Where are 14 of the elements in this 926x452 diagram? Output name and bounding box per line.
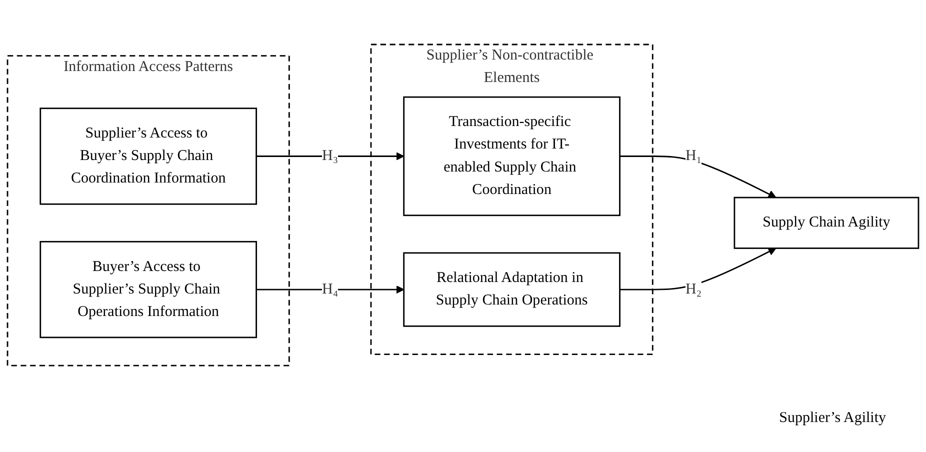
edge-label: H₄ (322, 281, 338, 297)
node-box: Buyer’s Access to Supplier’s Supply Chain Operations Information (40, 240, 258, 338)
edge-label: H₁ (686, 148, 702, 164)
arrow (620, 248, 776, 290)
arrow (256, 285, 404, 294)
node-box: Relational Adaptation in Supply Chain Operations (403, 252, 620, 327)
edge-label: H₃ (322, 148, 338, 164)
node-box: Supplier’s Access to Buyer’s Supply Chain Coordination Information (40, 108, 258, 205)
node-box: Transaction-specific Investments for IT-enabled Supply Chain Coordination (403, 96, 620, 216)
edge-label: H₂ (686, 281, 702, 297)
arrow (620, 155, 776, 198)
node-box: Supply Chain Agility (734, 196, 920, 249)
arrow (256, 152, 404, 160)
group-caption: Supplier’s Agility (779, 410, 886, 427)
